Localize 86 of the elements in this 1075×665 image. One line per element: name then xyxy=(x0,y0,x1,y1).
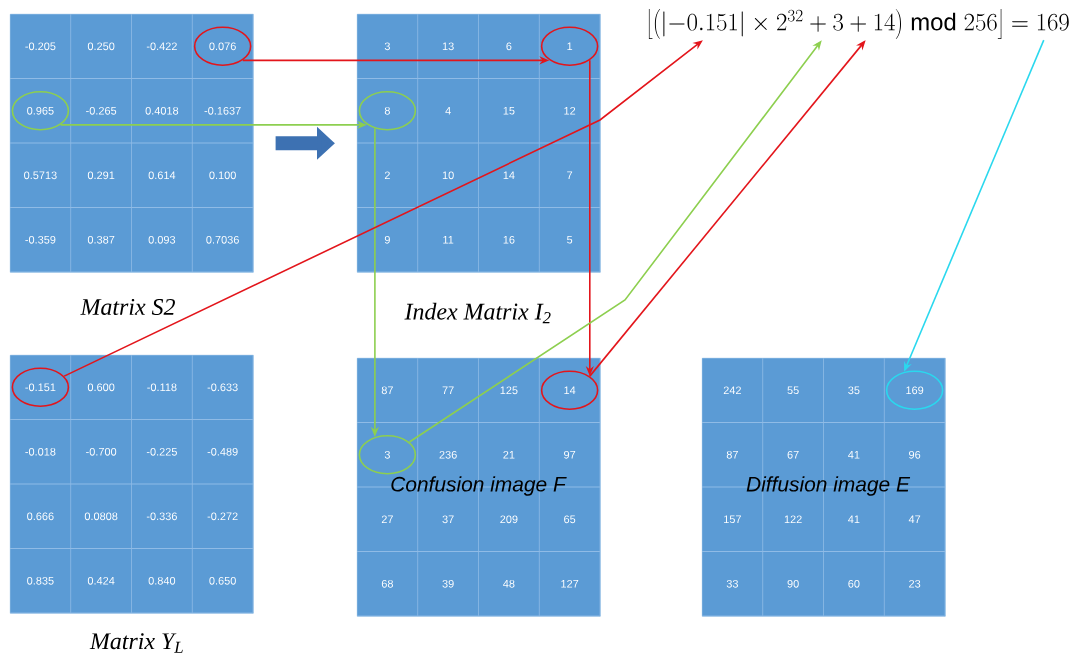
cell-value: 23 xyxy=(909,579,921,588)
cell-value: 87 xyxy=(381,386,393,395)
cell-value: 0.5713 xyxy=(24,171,57,180)
circled-value: 0.076 xyxy=(193,26,252,67)
cell-value: 27 xyxy=(381,515,393,524)
cell-value: 10 xyxy=(442,171,454,180)
cell-value: 0.840 xyxy=(148,576,176,585)
cell-value: -0.1637 xyxy=(204,106,241,115)
cell-value: 96 xyxy=(909,450,921,459)
circled-value: 0.965 xyxy=(11,90,70,131)
cell-value: 47 xyxy=(908,515,921,523)
cell-value: -0.118 xyxy=(147,383,177,392)
cell-value: 97 xyxy=(564,450,576,459)
cell-value: 0.0808 xyxy=(84,512,118,521)
cell-value: 33 xyxy=(726,579,738,588)
cell-value: 21 xyxy=(503,450,515,459)
cell-value: 0.614 xyxy=(148,171,176,180)
cell-value: 0.424 xyxy=(87,576,115,585)
matrix-caption: Matrix S2 xyxy=(80,298,175,316)
cell-value: 68 xyxy=(381,579,393,588)
cell-value: 9 xyxy=(384,235,390,244)
cell-value: 12 xyxy=(564,106,576,115)
cell-value: 41 xyxy=(848,515,860,523)
cell-value: 14 xyxy=(503,171,515,179)
cell-value: 157 xyxy=(724,515,741,524)
cell-value: 35 xyxy=(848,386,860,395)
cell-value: -0.422 xyxy=(146,42,177,51)
cell-value: -0.633 xyxy=(207,383,238,392)
cell-value: -0.489 xyxy=(207,447,238,456)
cell-value: -0.018 xyxy=(25,447,56,456)
cell-value: 127 xyxy=(561,579,579,588)
cell-value: 7 xyxy=(567,171,573,179)
cell-value: 0.100 xyxy=(209,171,236,180)
cell-value: 55 xyxy=(787,386,799,395)
cell-value: 0.250 xyxy=(87,42,115,51)
cell-value: 4 xyxy=(445,107,451,115)
cell-value: 0.387 xyxy=(87,235,115,244)
cell-value: 0.291 xyxy=(87,171,115,180)
matrix-caption: Index Matrix I$_{2}$ xyxy=(404,302,551,324)
cell-value: 87 xyxy=(726,450,738,459)
circled-value: 169 xyxy=(885,370,944,411)
cell-value: 5 xyxy=(567,235,573,244)
cell-value: 0.7036 xyxy=(206,235,239,244)
cell-value: 67 xyxy=(787,450,799,459)
cell-value: 90 xyxy=(787,579,799,588)
cell-value: -0.272 xyxy=(207,512,238,521)
cell-value: 125 xyxy=(500,386,518,395)
cell-value: -0.700 xyxy=(86,447,117,456)
cell-value: 0.650 xyxy=(209,576,236,585)
cell-value: 77 xyxy=(442,386,454,394)
cell-value: 65 xyxy=(564,515,576,524)
cell-value: 122 xyxy=(784,515,802,524)
matrix-caption: Confusion image F xyxy=(391,476,567,496)
cell-value: 0.666 xyxy=(27,512,54,521)
circled-value: 1 xyxy=(540,26,599,67)
cell-value: 15 xyxy=(503,106,515,115)
circled-value: 8 xyxy=(358,90,417,131)
matrix-caption: Diffusion image E xyxy=(746,476,911,496)
cell-value: 0.600 xyxy=(87,383,115,392)
matrix-caption: Matrix Y$_{L}$ xyxy=(89,633,183,653)
cell-value: 242 xyxy=(723,386,741,395)
cell-value: 236 xyxy=(439,450,457,459)
cell-value: 2 xyxy=(384,171,390,180)
cell-value: 39 xyxy=(442,579,454,588)
cell-value: -0.225 xyxy=(146,447,177,456)
formula: $\left\lfloor \left( \left| -0.151 \right| \times 2^{32} + 3 + 14 \right) \bmod 256 \right\rfloor = 169$ xyxy=(648,9,1069,39)
cell-value: 60 xyxy=(848,579,860,588)
cell-value: 0.093 xyxy=(148,235,176,244)
cell-value: 37 xyxy=(442,515,454,524)
circled-value: -0.151 xyxy=(11,367,70,408)
cell-value: -0.205 xyxy=(25,42,56,51)
cell-value: -0.359 xyxy=(25,235,56,244)
cell-value: -0.265 xyxy=(86,106,117,115)
cell-value: 0.835 xyxy=(27,576,54,585)
cell-value: 41 xyxy=(848,451,860,459)
cell-value: 0.4018 xyxy=(145,106,179,115)
cell-value: 16 xyxy=(503,235,515,244)
circled-value: 14 xyxy=(540,370,599,411)
cell-value: 13 xyxy=(442,42,454,51)
cell-value: 11 xyxy=(443,236,454,244)
circled-value: 3 xyxy=(358,434,417,475)
cell-value: 48 xyxy=(503,579,515,588)
cell-value: -0.336 xyxy=(146,512,177,521)
cell-value: 6 xyxy=(506,42,512,51)
cell-value: 3 xyxy=(384,42,390,51)
cell-value: 209 xyxy=(500,515,518,524)
